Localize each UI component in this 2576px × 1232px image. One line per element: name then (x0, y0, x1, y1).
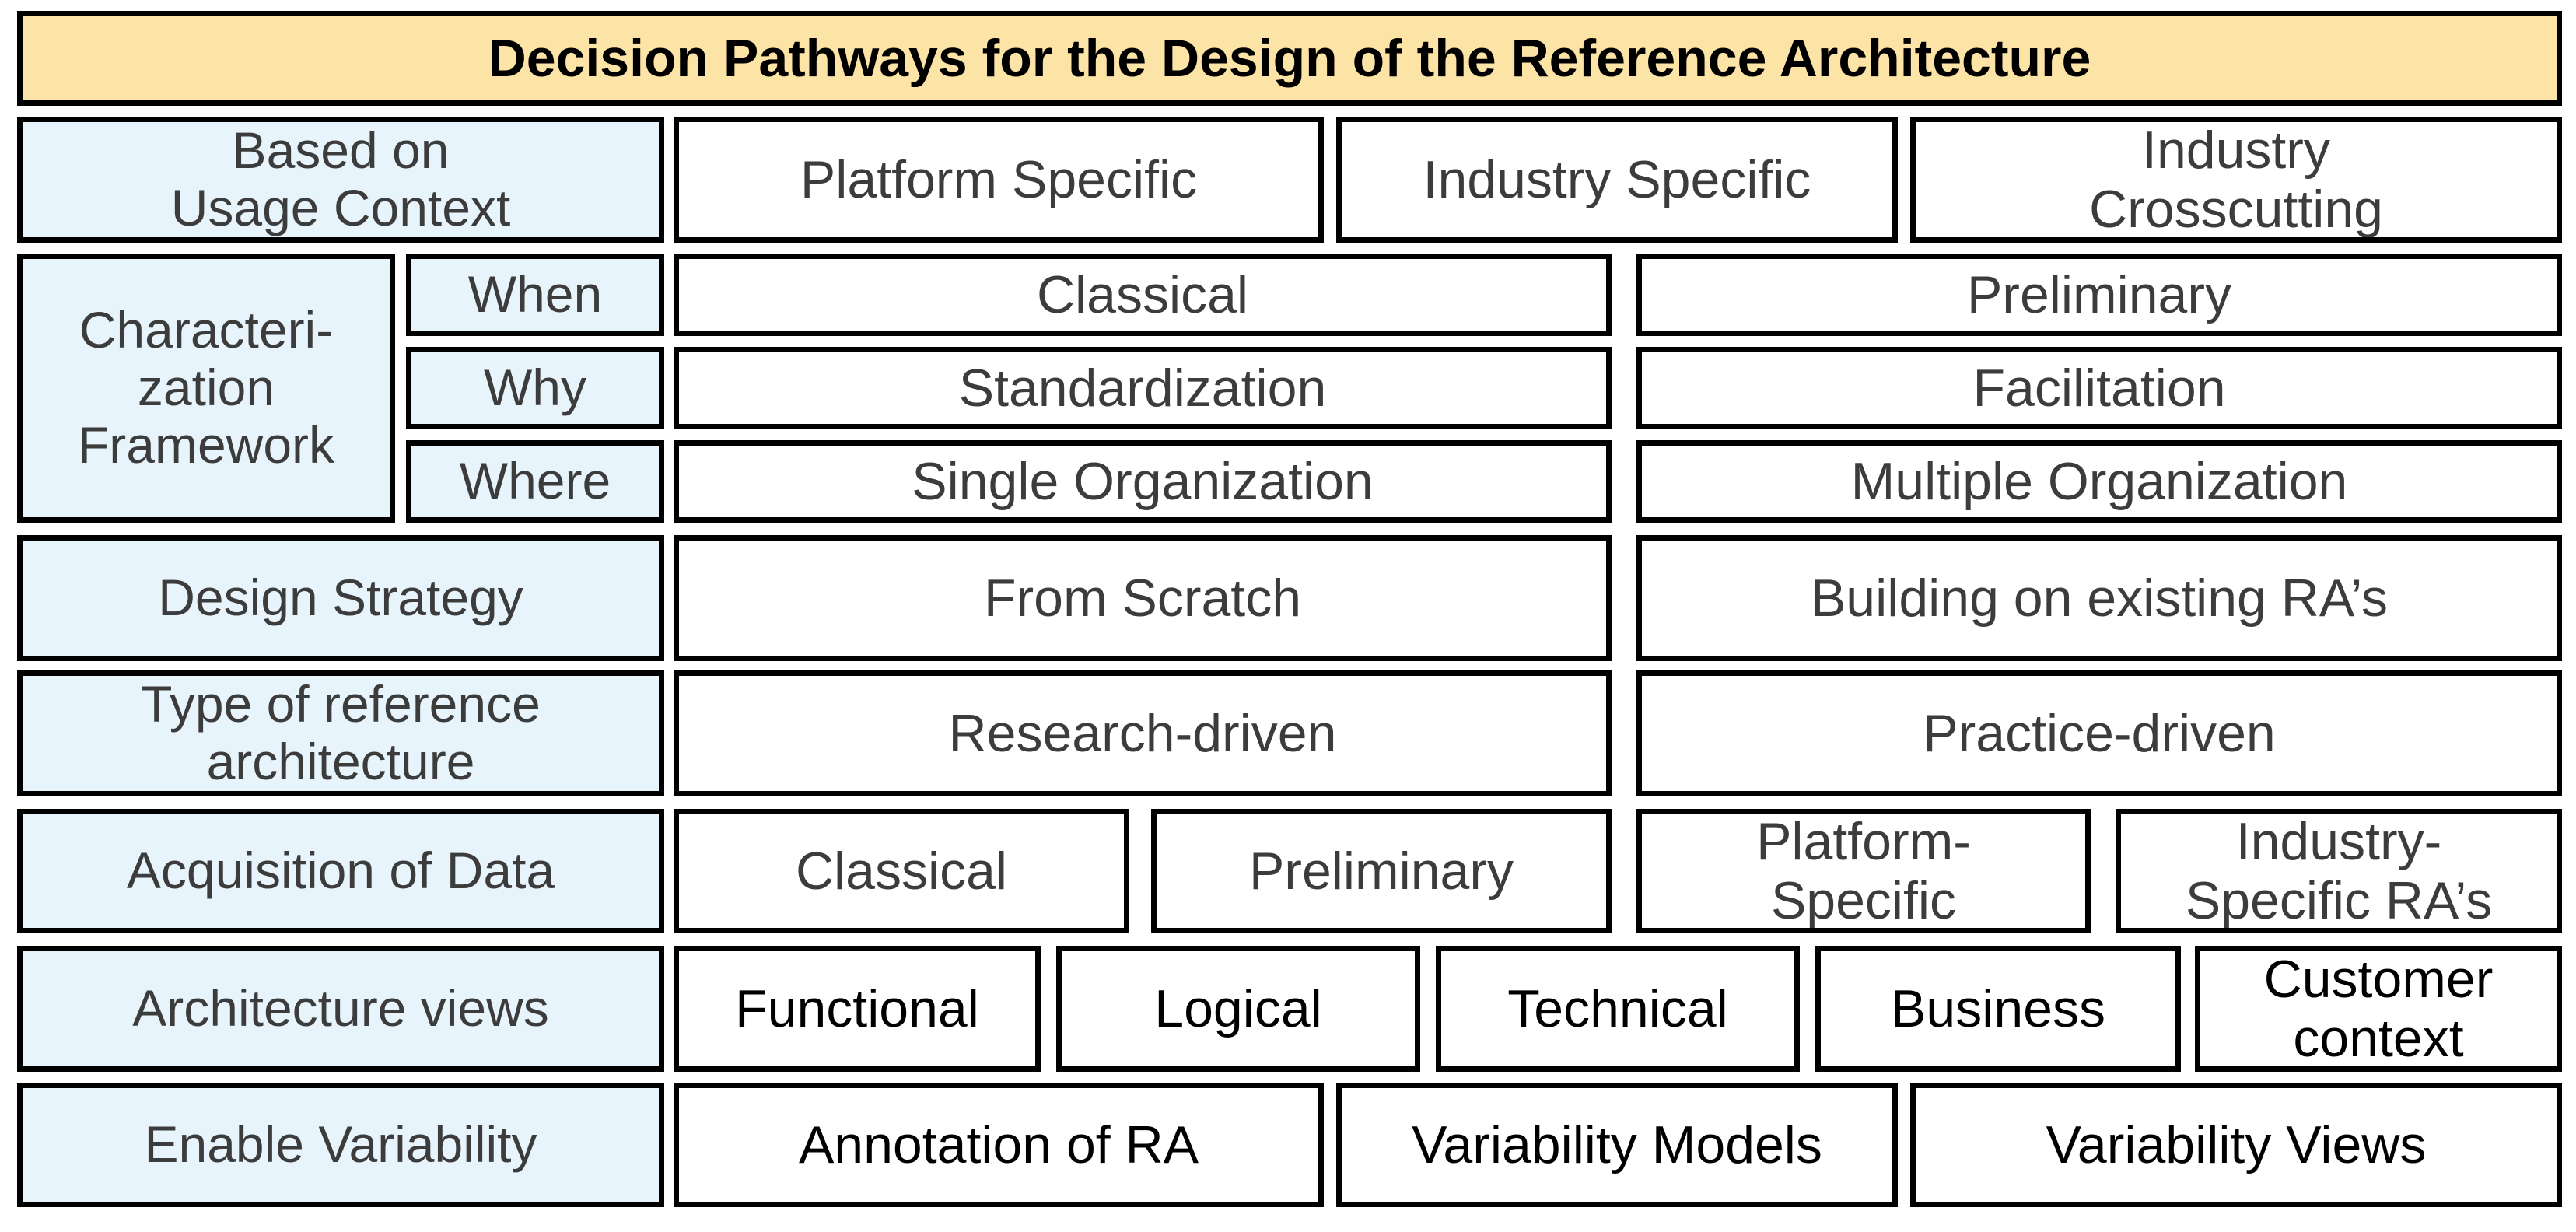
sub-label-where: Where (406, 440, 664, 523)
option-text: Multiple Organization (1850, 451, 2348, 511)
option-variability-views: Variability Views (1910, 1083, 2562, 1207)
option-where-multiple-organization: Multiple Organization (1636, 440, 2562, 523)
option-research-driven: Research-driven (674, 670, 1612, 796)
option-text: Variability Views (2046, 1115, 2427, 1174)
option-text: Industry Specific (1423, 149, 1811, 209)
option-acquisition-classical: Classical (674, 809, 1129, 933)
option-text: Annotation of RA (798, 1115, 1199, 1174)
option-text: Standardization (958, 358, 1327, 418)
option-text: Preliminary (1248, 841, 1514, 901)
option-acquisition-platform-specific: Platform- Specific (1636, 809, 2091, 933)
option-building-on-existing-ras: Building on existing RA’s (1636, 535, 2562, 661)
option-text: Single Organization (912, 451, 1374, 511)
option-text: Variability Models (1412, 1115, 1822, 1174)
option-text: Industry Crosscutting (2089, 120, 2383, 239)
option-why-standardization: Standardization (674, 347, 1612, 429)
option-text: Classical (1036, 264, 1249, 324)
option-text: From Scratch (983, 568, 1302, 628)
sub-label-text: When (467, 265, 603, 324)
row-label-text: Based on Usage Context (170, 121, 511, 236)
diagram-title-text: Decision Pathways for the Design of the … (488, 29, 2091, 88)
option-where-single-organization: Single Organization (674, 440, 1612, 523)
option-view-customer-context: Customer context (2195, 946, 2562, 1072)
row-label-enable-variability: Enable Variability (17, 1083, 664, 1207)
row-label-architecture-views: Architecture views (17, 946, 664, 1072)
row-label-text: Characteri- zation Framework (77, 301, 335, 474)
option-view-business: Business (1815, 946, 2181, 1072)
option-text: Research-driven (948, 703, 1337, 763)
option-text: Building on existing RA’s (1810, 568, 2389, 628)
sub-label-when: When (406, 254, 664, 336)
option-variability-models: Variability Models (1336, 1083, 1898, 1207)
row-label-design-strategy: Design Strategy (17, 535, 664, 661)
option-from-scratch: From Scratch (674, 535, 1612, 661)
option-text: Practice-driven (1923, 703, 2276, 763)
option-text: Logical (1154, 978, 1322, 1038)
row-label-text: Architecture views (132, 979, 549, 1038)
option-text: Facilitation (1972, 358, 2226, 418)
option-text: Technical (1507, 978, 1728, 1038)
sub-label-text: Where (459, 452, 611, 510)
option-text: Industry- Specific RA’s (2185, 811, 2493, 930)
option-text: Preliminary (1966, 264, 2232, 324)
option-why-facilitation: Facilitation (1636, 347, 2562, 429)
sub-label-text: Why (484, 359, 586, 417)
row-label-characterization-framework: Characteri- zation Framework (17, 254, 395, 523)
option-when-preliminary: Preliminary (1636, 254, 2562, 336)
diagram-title: Decision Pathways for the Design of the … (17, 11, 2562, 106)
option-acquisition-preliminary: Preliminary (1151, 809, 1612, 933)
option-industry-crosscutting: Industry Crosscutting (1910, 117, 2562, 243)
row-label-type-of-reference-architecture: Type of reference architecture (17, 670, 664, 796)
option-view-functional: Functional (674, 946, 1041, 1072)
option-text: Customer context (2263, 949, 2494, 1068)
option-view-logical: Logical (1056, 946, 1420, 1072)
option-text: Business (1891, 978, 2105, 1038)
row-label-text: Enable Variability (144, 1115, 537, 1174)
option-text: Platform- Specific (1756, 811, 1971, 930)
row-label-usage-context: Based on Usage Context (17, 117, 664, 243)
option-industry-specific: Industry Specific (1336, 117, 1898, 243)
row-label-text: Acquisition of Data (126, 842, 555, 900)
option-acquisition-industry-specific-ras: Industry- Specific RA’s (2116, 809, 2562, 933)
option-when-classical: Classical (674, 254, 1612, 336)
option-text: Platform Specific (800, 149, 1198, 209)
row-label-text: Design Strategy (158, 569, 523, 627)
option-view-technical: Technical (1436, 946, 1800, 1072)
option-annotation-of-ra: Annotation of RA (674, 1083, 1324, 1207)
option-practice-driven: Practice-driven (1636, 670, 2562, 796)
option-platform-specific: Platform Specific (674, 117, 1324, 243)
option-text: Functional (735, 978, 979, 1038)
option-text: Classical (795, 841, 1008, 901)
row-label-text: Type of reference architecture (141, 675, 541, 790)
row-label-acquisition-of-data: Acquisition of Data (17, 809, 664, 933)
sub-label-why: Why (406, 347, 664, 429)
